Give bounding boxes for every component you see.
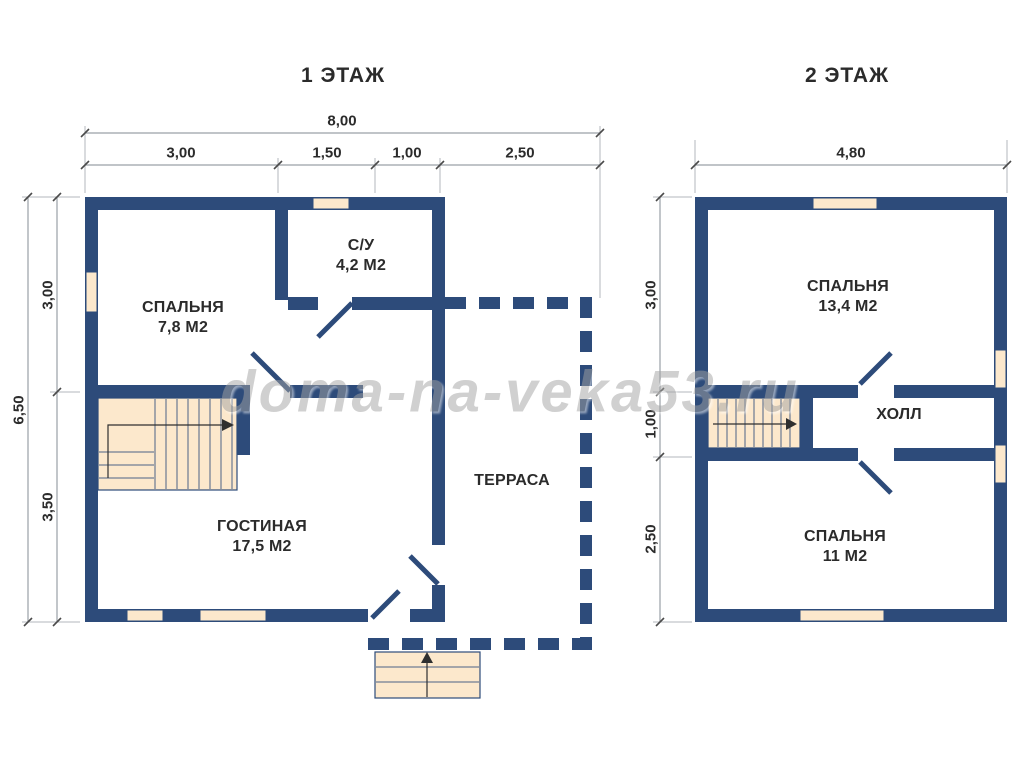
room-area: 7,8 М2 xyxy=(157,319,209,336)
dim-width-f1-1: 1,50 xyxy=(312,144,342,162)
floor1-windows xyxy=(85,197,350,622)
room-label-terrace-f1: ТЕРРАСА xyxy=(474,471,550,491)
dim-total-height-f1: 6,50 xyxy=(10,395,28,425)
room-name: СПАЛЬНЯ xyxy=(142,299,224,316)
window xyxy=(85,271,98,313)
room-name: ХОЛЛ xyxy=(876,406,922,423)
entry-door-leaf xyxy=(370,589,401,620)
room-area: 11 М2 xyxy=(822,548,868,565)
bathroom-door-leaf xyxy=(316,301,354,339)
room-name: ГОСТИНАЯ xyxy=(217,518,307,535)
floor2-walls xyxy=(695,197,1007,622)
room-name: ТЕРРАСА xyxy=(474,472,550,489)
window xyxy=(126,609,164,622)
dim-height-f2-0: 3,00 xyxy=(642,280,660,310)
floor1-stairs xyxy=(97,397,238,491)
room-area: 17,5 М2 xyxy=(232,538,292,555)
floor1-dimension-lines xyxy=(22,126,605,627)
room-name: СПАЛЬНЯ xyxy=(807,278,889,295)
room-area: 4,2 М2 xyxy=(335,257,387,274)
dim-height-f2-2: 2,50 xyxy=(642,524,660,554)
room-name: С/У xyxy=(347,237,375,254)
floor1-door-leaves xyxy=(250,301,440,620)
floor2-dimension-lines xyxy=(653,140,1012,627)
stairs-direction-arrow xyxy=(222,419,234,431)
window xyxy=(812,197,878,210)
dim-height-f1-0: 3,00 xyxy=(39,280,57,310)
site-watermark: doma-na-veka53.ru xyxy=(220,359,800,425)
window xyxy=(994,444,1007,484)
terrace-outline xyxy=(368,297,592,650)
floor2-door-leaves xyxy=(858,351,893,495)
dim-width-f1-2: 1,00 xyxy=(392,144,422,162)
floor2-stairs xyxy=(707,397,801,449)
room-label-bedroom-small-f2: СПАЛЬНЯ 11 М2 xyxy=(804,527,886,567)
bedroom-large-door-leaf xyxy=(858,351,893,386)
room-label-bedroom-f1: СПАЛЬНЯ 7,8 М2 xyxy=(142,298,224,338)
room-area: 13,4 М2 xyxy=(818,298,878,315)
room-label-bathroom-f1: С/У 4,2 М2 xyxy=(336,236,386,276)
room-label-hall-f2: ХОЛЛ xyxy=(876,405,922,425)
steps-direction-arrow xyxy=(421,652,433,663)
terrace-door-leaf xyxy=(408,554,440,586)
window xyxy=(994,349,1007,389)
dim-total-width-f2: 4,80 xyxy=(836,144,866,162)
floor2-title: 2 ЭТАЖ xyxy=(804,64,890,87)
dim-total-width-f1: 8,00 xyxy=(327,112,357,130)
bedroom-door-leaf xyxy=(250,351,292,393)
bedroom-small-door-leaf xyxy=(858,460,893,495)
window xyxy=(312,197,350,210)
floor1-title: 1 ЭТАЖ xyxy=(300,64,386,87)
room-label-bedroom-large-f2: СПАЛЬНЯ 13,4 М2 xyxy=(807,277,889,317)
dim-width-f1-3: 2,50 xyxy=(505,144,535,162)
dim-height-f1-1: 3,50 xyxy=(39,492,57,522)
window xyxy=(199,609,267,622)
dim-width-f1-0: 3,00 xyxy=(166,144,196,162)
floor2-windows xyxy=(799,197,1007,622)
window xyxy=(799,609,885,622)
room-label-living-f1: ГОСТИНАЯ 17,5 М2 xyxy=(217,517,307,557)
entry-steps xyxy=(374,651,481,699)
stairs-direction-arrow xyxy=(786,418,797,430)
room-name: СПАЛЬНЯ xyxy=(804,528,886,545)
